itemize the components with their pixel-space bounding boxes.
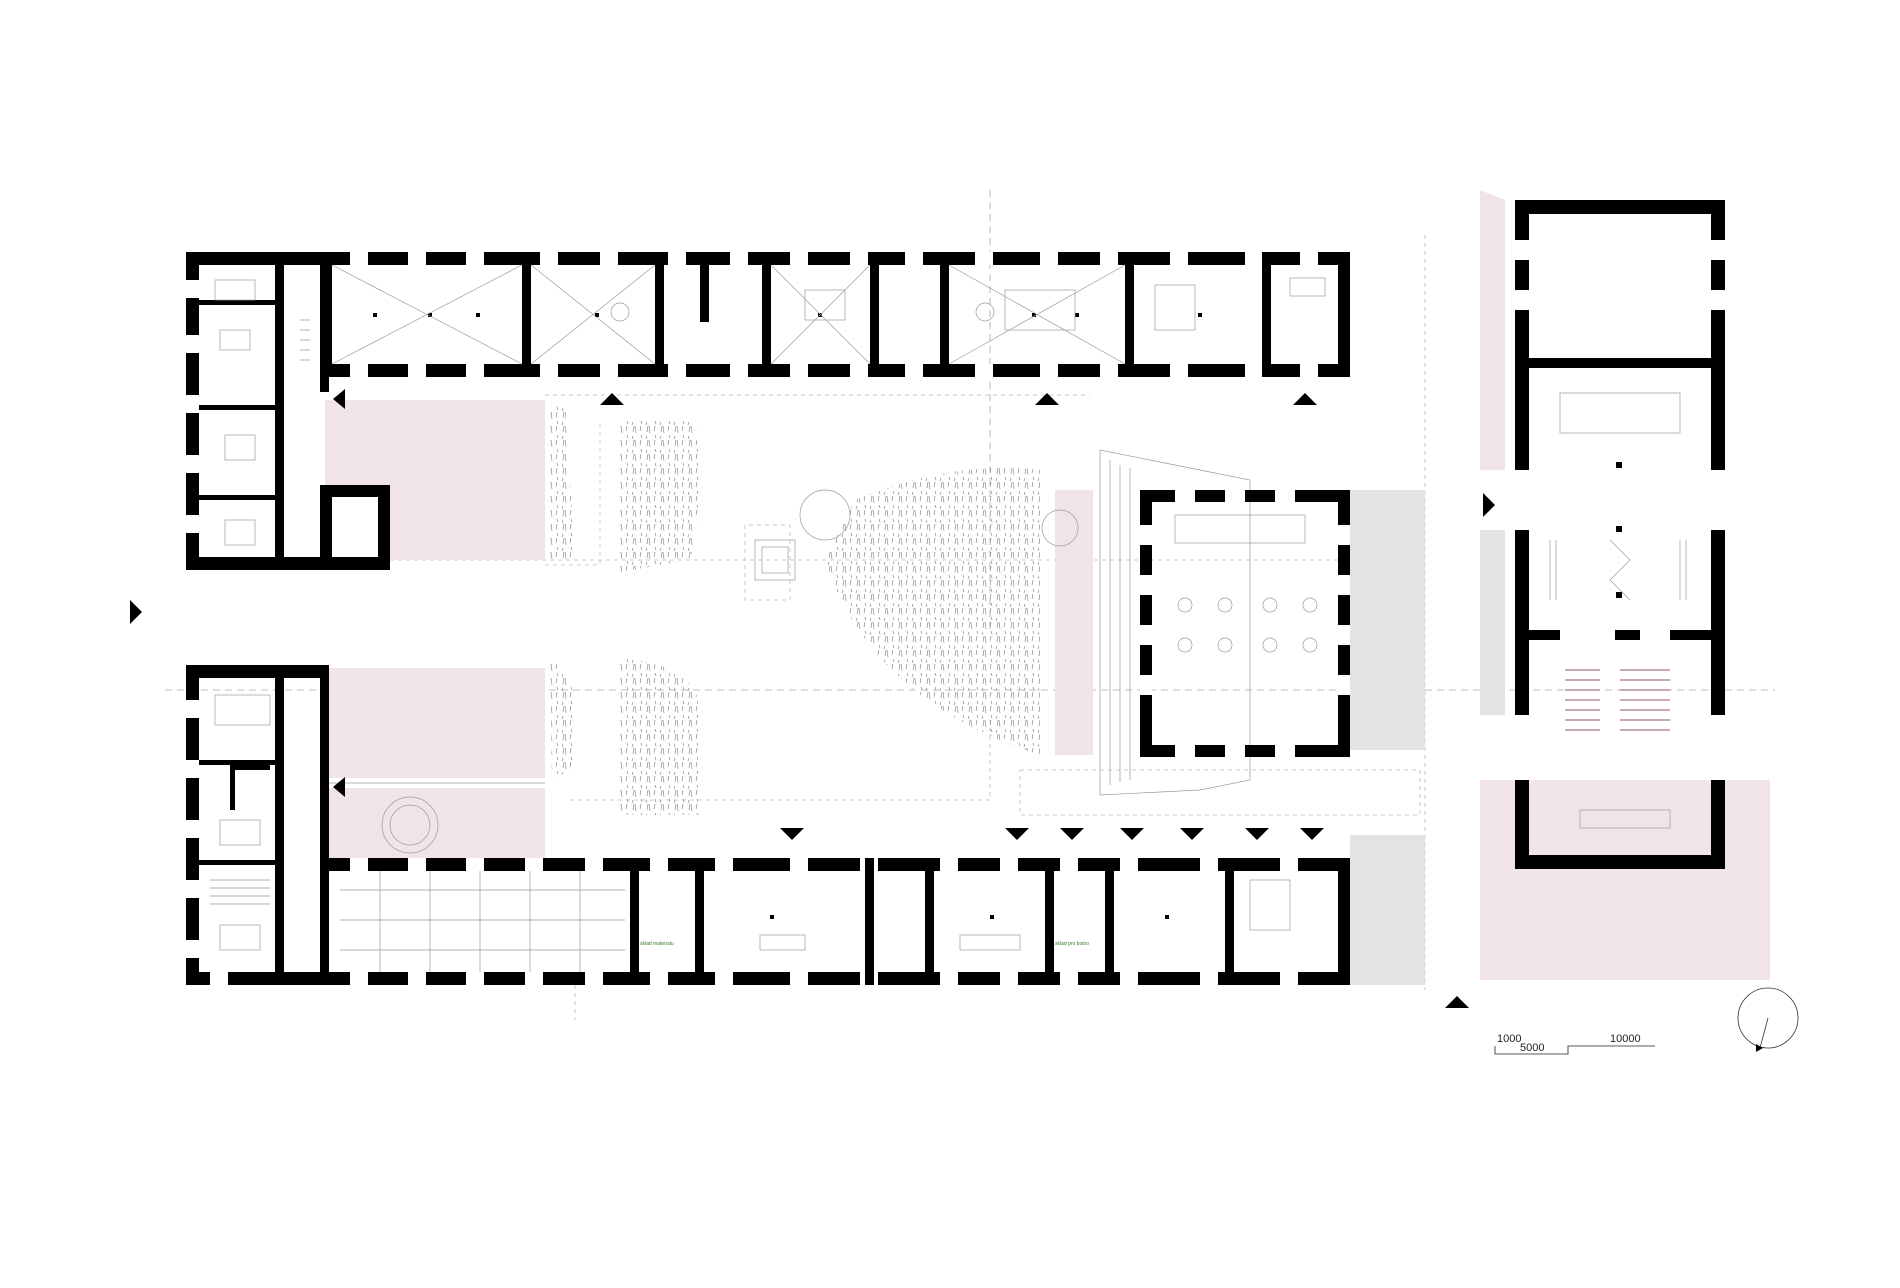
paving-east — [1350, 490, 1425, 750]
room-label-storage-a: sklad materialu — [640, 941, 674, 947]
west-wing-south — [186, 665, 329, 985]
pink-court-south-a — [325, 668, 545, 778]
north-arrow-icon — [1737, 987, 1799, 1052]
entrance-markers — [130, 389, 1495, 1008]
scale-label-5000: 5000 — [1520, 1042, 1544, 1054]
scale-bar: 1000 5000 10000 — [1494, 1033, 1655, 1055]
entrance-south-court-icon — [333, 777, 345, 797]
tree-2 — [1041, 509, 1079, 547]
grass-strip-south — [550, 655, 575, 778]
planter-square — [754, 539, 796, 581]
north-wing — [320, 252, 1350, 377]
west-wing — [186, 252, 390, 570]
entrance-north-court-icon — [333, 389, 345, 409]
south-wing: sklad materialu sklad pro bistro — [186, 858, 1350, 985]
grass-strip-north — [550, 405, 575, 560]
grass-bed-central — [825, 468, 1040, 755]
pink-court-south-b — [325, 788, 545, 858]
grass-bed-north — [620, 420, 699, 572]
round-table — [381, 796, 439, 854]
bar-counter — [1174, 514, 1306, 544]
scale-label-1000: 1000 — [1497, 1033, 1521, 1045]
stage — [1579, 809, 1671, 829]
central-pavilion — [1099, 449, 1350, 796]
east-building — [1480, 190, 1770, 980]
pink-strip-pavilion — [1055, 490, 1093, 755]
room-label-storage-b: sklad pro bistro — [1055, 941, 1089, 947]
grass-bed-south — [620, 658, 698, 815]
paving-southeast — [1350, 835, 1425, 985]
seating-rows — [1565, 669, 1670, 731]
entrance-south-icon — [1445, 996, 1469, 1008]
entrance-east-icon — [1483, 493, 1495, 517]
scale-label-10000: 10000 — [1610, 1033, 1641, 1045]
entrance-west-icon — [130, 600, 142, 624]
courtyard — [325, 394, 1425, 985]
